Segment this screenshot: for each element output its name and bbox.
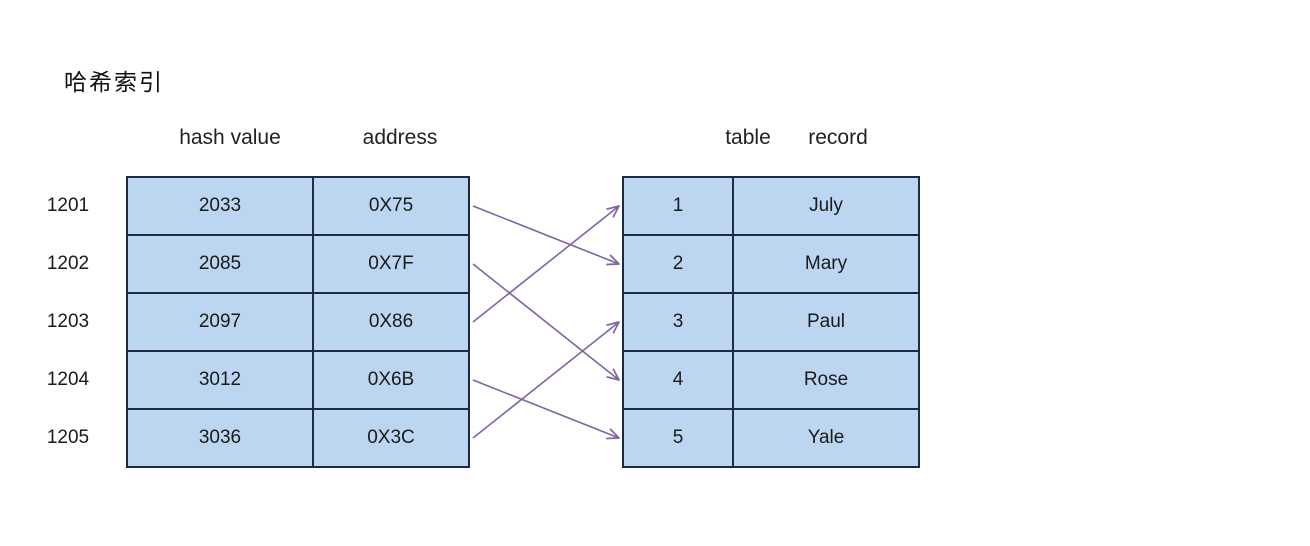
link-arrow-1203-to-1	[472, 206, 619, 323]
hash-index-table: 2033 0X75 2085 0X7F 2097 0X86 3012 0X6B …	[126, 176, 470, 468]
record-cell: July	[734, 178, 920, 236]
address-cell: 0X7F	[314, 236, 470, 294]
record-cell: Paul	[734, 294, 920, 352]
link-arrow-1201-to-2	[472, 205, 619, 264]
table-number-cell: 5	[624, 410, 734, 468]
row-key-labels: 1201 1202 1203 1204 1205	[28, 178, 108, 468]
table-number-cell: 1	[624, 178, 734, 236]
row-key-label: 1203	[46, 311, 90, 332]
column-header-hash-value: hash value	[179, 126, 281, 149]
column-header-table: table	[725, 126, 771, 149]
address-cell: 0X86	[314, 294, 470, 352]
column-header-record: record	[808, 126, 868, 149]
row-key-label: 1205	[46, 427, 90, 448]
link-arrow-1202-to-4	[472, 263, 619, 380]
table-number-cell: 4	[624, 352, 734, 410]
row-key-label: 1201	[46, 195, 90, 216]
record-cell: Yale	[734, 410, 920, 468]
table-number-cell: 2	[624, 236, 734, 294]
hash-value-cell: 3036	[128, 410, 314, 468]
address-cell: 0X3C	[314, 410, 470, 468]
address-cell: 0X6B	[314, 352, 470, 410]
row-key-label: 1204	[46, 369, 90, 390]
diagram-title: 哈希索引	[64, 70, 164, 96]
column-header-address: address	[362, 126, 438, 149]
link-arrow-1205-to-3	[472, 322, 619, 439]
hash-value-cell: 3012	[128, 352, 314, 410]
hash-value-cell: 2085	[128, 236, 314, 294]
hash-value-cell: 2033	[128, 178, 314, 236]
table-number-cell: 3	[624, 294, 734, 352]
record-cell: Mary	[734, 236, 920, 294]
row-key-label: 1202	[46, 253, 90, 274]
hash-value-cell: 2097	[128, 294, 314, 352]
record-table: 1 July 2 Mary 3 Paul 4 Rose 5 Yale	[622, 176, 920, 468]
address-cell: 0X75	[314, 178, 470, 236]
link-arrow-1204-to-5	[472, 379, 619, 438]
record-cell: Rose	[734, 352, 920, 410]
